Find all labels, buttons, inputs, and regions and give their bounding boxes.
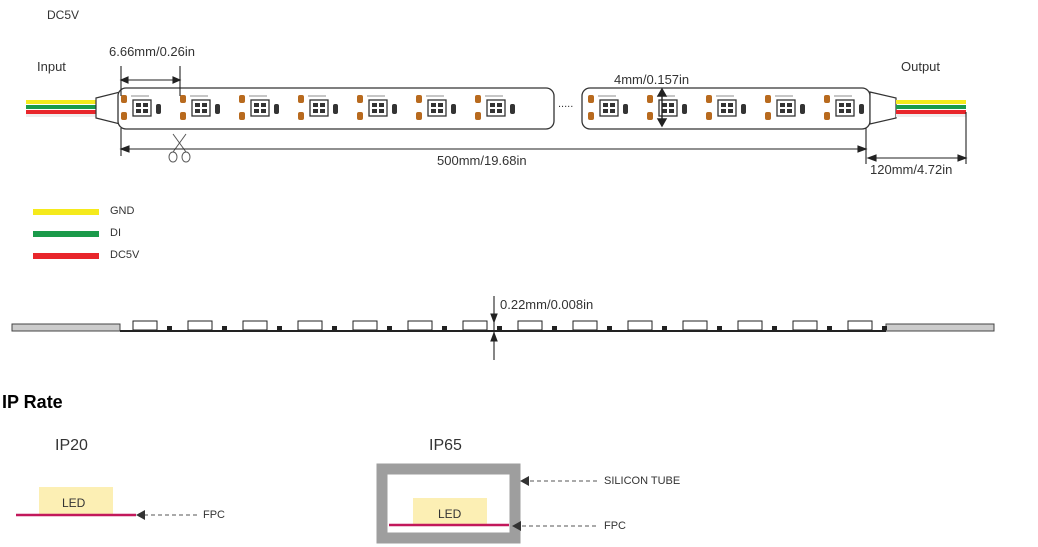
legend-label-gnd: GND xyxy=(110,205,135,217)
led-pixel xyxy=(357,95,397,120)
profile-component xyxy=(827,326,832,330)
ip65-led-label: LED xyxy=(438,507,462,521)
profile-component xyxy=(882,326,887,330)
profile-component xyxy=(717,326,722,330)
profile-component xyxy=(277,326,282,330)
led-pixel xyxy=(588,95,628,120)
legend-label-dc5v: DC5V xyxy=(110,249,140,261)
profile-chip xyxy=(737,320,763,331)
ip20-diagram xyxy=(16,487,200,520)
led-pixel xyxy=(647,95,687,120)
profile-chip xyxy=(517,320,543,331)
ip65-fpc-label: FPC xyxy=(604,520,626,532)
strip-continuation: ..... xyxy=(558,98,574,110)
profile-component xyxy=(772,326,777,330)
profile-chip xyxy=(352,320,378,331)
profile-right-end xyxy=(885,323,995,332)
profile-chip xyxy=(407,320,433,331)
profile-chip xyxy=(297,320,323,331)
voltage-label: DC5V xyxy=(47,8,80,22)
ip20-led-block xyxy=(39,487,113,514)
profile-chip xyxy=(682,320,708,331)
profile-component xyxy=(222,326,227,330)
input-wire-green xyxy=(26,105,98,109)
thickness-label: 0.22mm/0.008in xyxy=(500,297,594,312)
segment-length-label: 500mm/19.68in xyxy=(437,153,527,168)
pixel-pitch-label: 6.66mm/0.26in xyxy=(109,44,195,59)
ip65-diagram xyxy=(376,463,598,544)
profile-component xyxy=(662,326,667,330)
legend-swatch-dc5v xyxy=(33,253,99,259)
input-wire-white xyxy=(26,114,98,117)
input-label: Input xyxy=(37,59,66,74)
ip65-led-block xyxy=(413,498,487,525)
wire-length-dimension xyxy=(866,112,968,164)
profile-chip xyxy=(572,320,598,331)
profile-component xyxy=(552,326,557,330)
profile-chip xyxy=(847,320,873,331)
ip65-silicon-tube xyxy=(376,463,521,544)
profile-chip xyxy=(627,320,653,331)
profile-chip xyxy=(792,320,818,331)
profile-left-end xyxy=(11,323,121,332)
output-label: Output xyxy=(901,59,941,74)
profile-chip xyxy=(462,320,488,331)
output-wires xyxy=(896,100,966,117)
led-pixel xyxy=(180,95,220,120)
led-pixel xyxy=(475,95,515,120)
output-wire-yellow xyxy=(896,100,966,104)
input-connector xyxy=(95,91,121,125)
led-pixels xyxy=(121,95,864,120)
ip65-title: IP65 xyxy=(429,437,462,454)
led-pixel xyxy=(239,95,279,120)
segment-length-dimension xyxy=(119,128,868,164)
thickness-dimension xyxy=(490,296,498,360)
ip65-tube-label: SILICON TUBE xyxy=(604,475,681,487)
legend-swatch-gnd xyxy=(33,209,99,215)
input-wire-red xyxy=(26,110,98,114)
led-pixel xyxy=(416,95,456,120)
input-wire-yellow xyxy=(26,100,98,104)
input-wires xyxy=(26,100,98,117)
wire-length-label: 120mm/4.72in xyxy=(870,162,953,177)
led-pitch-label: 4mm/0.157in xyxy=(614,72,690,87)
profile-chip xyxy=(132,320,158,331)
profile-chip xyxy=(187,320,213,331)
led-pixel xyxy=(824,95,864,120)
profile-component xyxy=(387,326,392,330)
scissors-icon xyxy=(168,133,191,163)
pixel-pitch-dimension xyxy=(119,66,182,96)
led-pixel xyxy=(765,95,805,120)
side-profile xyxy=(11,320,995,332)
output-wire-white xyxy=(896,114,966,117)
led-pixel xyxy=(298,95,338,120)
led-pixel xyxy=(121,95,161,120)
led-pixel xyxy=(706,95,746,120)
profile-component xyxy=(497,326,502,330)
output-wire-green xyxy=(896,105,966,109)
ip20-fpc-label: FPC xyxy=(203,509,225,521)
profile-chip xyxy=(242,320,268,331)
ip-rate-title: IP Rate xyxy=(2,392,63,412)
ip20-title: IP20 xyxy=(55,437,88,454)
profile-component xyxy=(167,326,172,330)
ip20-led-label: LED xyxy=(62,496,86,510)
output-connector xyxy=(869,91,897,125)
output-wire-red xyxy=(896,110,966,114)
profile-component xyxy=(332,326,337,330)
led-pitch-arrow xyxy=(656,87,668,128)
profile-component xyxy=(607,326,612,330)
profile-component xyxy=(442,326,447,330)
legend-swatch-di xyxy=(33,231,99,237)
legend-label-di: DI xyxy=(110,227,121,239)
